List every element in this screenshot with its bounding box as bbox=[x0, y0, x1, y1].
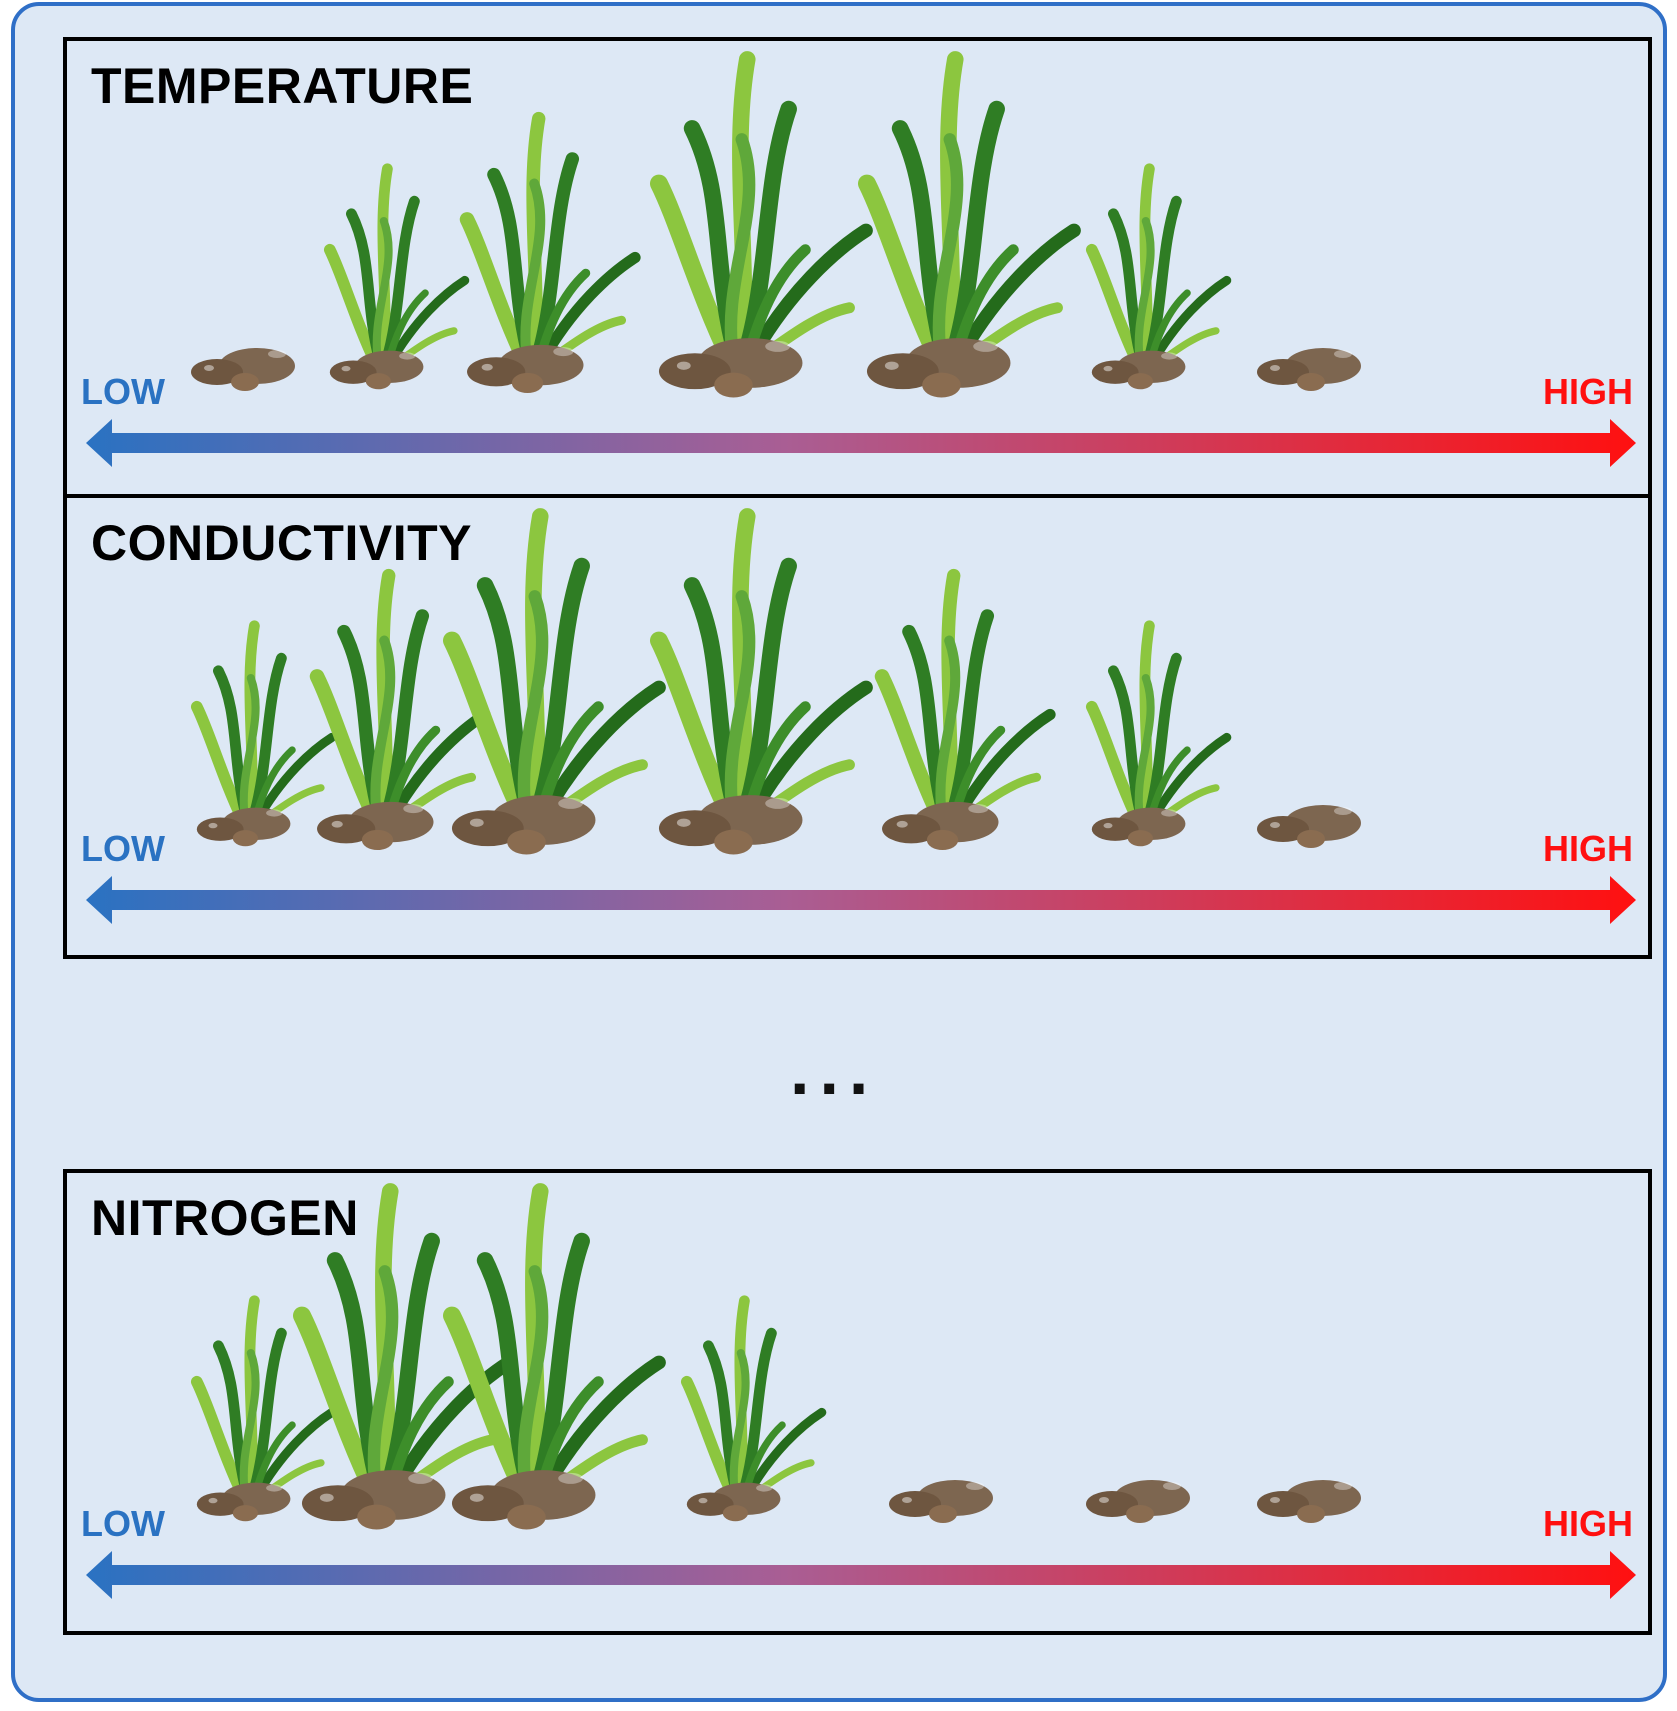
seagrass-plant-icon bbox=[190, 1295, 337, 1522]
seagrass-plant-icon bbox=[459, 111, 641, 394]
gradient-arrow bbox=[86, 419, 1636, 467]
plant-row bbox=[191, 51, 1361, 398]
panel-conductivity: CONDUCTIVITY LOW HIGH bbox=[63, 494, 1652, 959]
seagrass-plant-icon bbox=[649, 51, 873, 398]
bare-rocks-icon bbox=[1257, 348, 1361, 391]
gradient-arrow bbox=[86, 876, 1636, 924]
ellipsis: ... bbox=[790, 1031, 879, 1109]
panel-temperature: TEMPERATURE LOW HIGH bbox=[63, 37, 1652, 500]
bare-rocks-icon bbox=[1086, 1480, 1190, 1523]
panel-title: TEMPERATURE bbox=[91, 58, 474, 114]
seagrass-plant-icon bbox=[190, 620, 337, 847]
bare-rocks-icon bbox=[889, 1480, 993, 1523]
seagrass-plant-icon bbox=[1085, 163, 1232, 390]
seagrass-plant-icon bbox=[442, 508, 666, 855]
bare-rocks-icon bbox=[1257, 805, 1361, 848]
high-label: HIGH bbox=[1543, 371, 1633, 412]
plant-row bbox=[190, 508, 1361, 855]
panel-title: NITROGEN bbox=[91, 1190, 359, 1246]
low-label: LOW bbox=[81, 828, 165, 869]
gradient-arrow bbox=[86, 1551, 1636, 1599]
seagrass-plant-icon bbox=[857, 51, 1081, 398]
seagrass-plant-icon bbox=[1085, 620, 1232, 847]
seagrass-plant-icon bbox=[680, 1295, 827, 1522]
seagrass-plant-icon bbox=[309, 568, 491, 851]
seagrass-plant-icon bbox=[442, 1183, 666, 1530]
low-label: LOW bbox=[81, 371, 165, 412]
plant-row bbox=[190, 1183, 1361, 1530]
bare-rocks-icon bbox=[1257, 1480, 1361, 1523]
panel-title: CONDUCTIVITY bbox=[91, 515, 472, 571]
seagrass-plant-icon bbox=[292, 1183, 516, 1530]
bare-rocks-icon bbox=[191, 348, 295, 391]
seagrass-plant-icon bbox=[874, 568, 1056, 851]
high-label: HIGH bbox=[1543, 1503, 1633, 1544]
seagrass-plant-icon bbox=[323, 163, 470, 390]
low-label: LOW bbox=[81, 1503, 165, 1544]
high-label: HIGH bbox=[1543, 828, 1633, 869]
panel-nitrogen: NITROGEN LOW HIGH bbox=[63, 1169, 1652, 1635]
seagrass-plant-icon bbox=[649, 508, 873, 855]
